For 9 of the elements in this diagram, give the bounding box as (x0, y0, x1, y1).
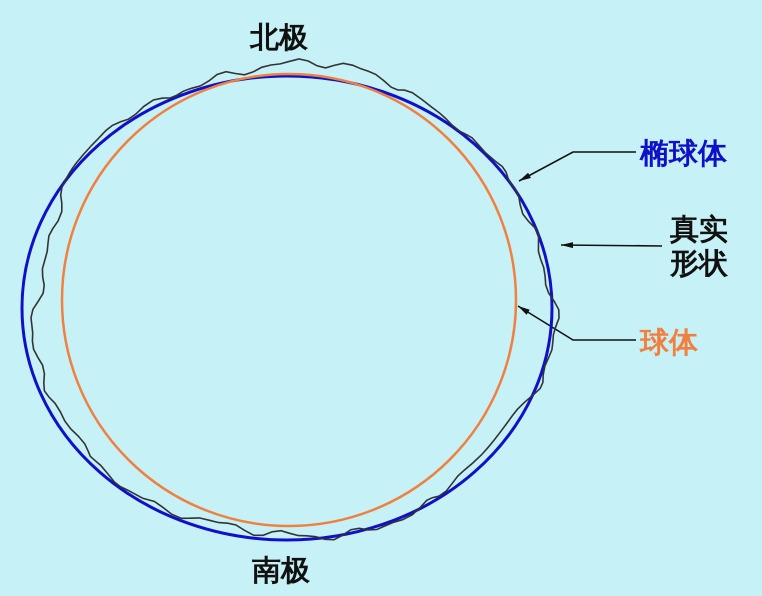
callout-text: 真实形状 (670, 212, 736, 280)
leader-line (518, 305, 636, 341)
leader-line (518, 151, 636, 182)
pole-label: 南极 (252, 553, 310, 587)
pole-label: 北极 (250, 20, 308, 54)
leader-line (561, 242, 662, 248)
circle-outline (60, 72, 518, 528)
callout-text: 球体 (640, 325, 720, 359)
callout-text: 椭球体 (640, 136, 755, 170)
